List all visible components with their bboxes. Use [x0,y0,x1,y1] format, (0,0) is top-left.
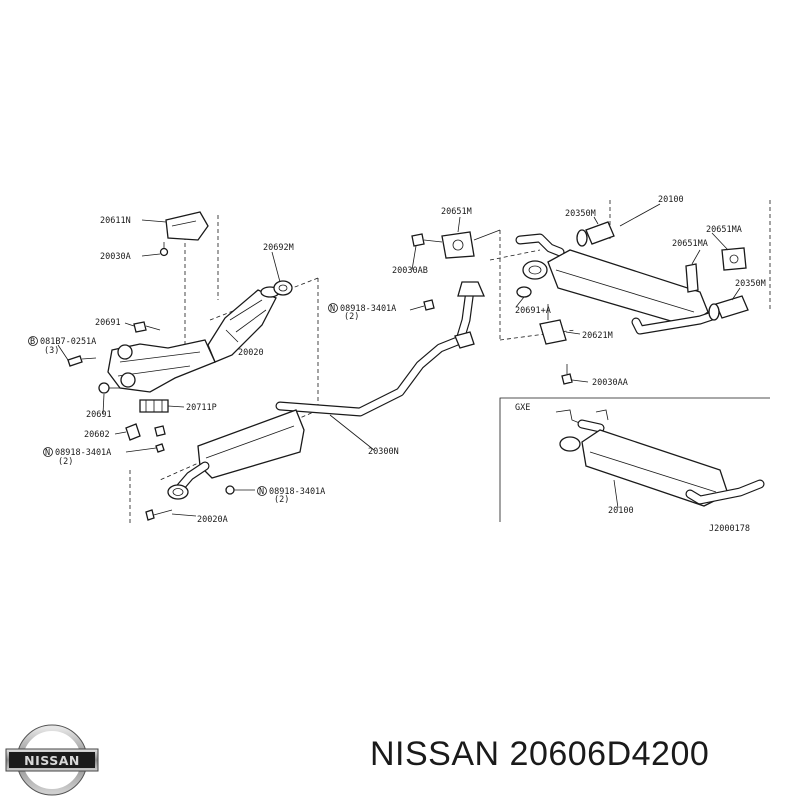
gasket-20692M [273,280,293,296]
circle-n-marker-left: N [43,447,53,458]
label-20030AB: 20030AB [392,266,428,276]
label-20621M: 20621M [582,331,613,341]
label-20300N: 20300N [368,447,399,457]
label-20611N: 20611N [100,216,131,226]
part-labels: 20611N 20030A 20692M 20691 081B7-0251A (… [40,195,766,534]
label-20602: 20602 [84,430,110,440]
label-20651MA-right: 20651MA [706,225,742,235]
label-081B7: 081B7-0251A [40,337,96,347]
nut-08918-left [154,425,166,453]
circle-n-marker-lower: N [257,486,267,497]
label-20350M-lower: 20350M [735,279,766,289]
gxe-inset-box [499,397,770,522]
svg-text:N: N [259,487,264,497]
label-081B7-qty: (3) [44,346,59,356]
leader-lines [57,203,741,517]
label-20692M: 20692M [263,243,294,253]
label-20030A: 20030A [100,252,131,262]
label-08918-center: 08918-3401A [340,304,396,314]
bolt-20030AA [561,364,573,385]
bolt-081B7 [67,355,97,367]
label-20350M-upper: 20350M [565,209,596,219]
label-08918-center-qty: (2) [344,312,359,322]
tail-tip-20350M-lower [708,295,749,321]
part-number-caption: NISSAN 20606D4200 [370,735,710,773]
bracket-20711P [139,399,169,413]
sensor-20691-lower [98,382,120,394]
label-20020: 20020 [238,348,264,358]
front-tube-catalyst-20020 [107,286,280,393]
label-20711P: 20711P [186,403,217,413]
mount-20651M [411,229,501,259]
bracket-20621M [539,304,567,345]
gasket-20691A [516,286,532,298]
diagram-code: J2000178 [709,524,750,534]
label-20691-upper: 20691 [95,318,121,328]
heat-shield-20611N [159,211,209,257]
center-pipe-20300N [167,281,485,500]
label-08918-left: 08918-3401A [55,448,111,458]
mount-20651MA-left [685,263,699,293]
label-20030AA: 20030AA [592,378,628,388]
label-20691A: 20691+A [515,306,551,316]
nut-08918-center [423,299,435,311]
main-muffler-20100 [515,233,717,335]
svg-text:B: B [30,337,35,347]
label-20651MA-left: 20651MA [672,239,708,249]
svg-text:N: N [330,304,335,314]
label-20691-lower: 20691 [86,410,112,420]
sensor-20691-upper [133,321,161,333]
clamp-20602 [125,423,141,441]
mount-20651MA-right [721,247,747,271]
bolt-20020A [145,509,173,521]
circle-n-marker-center: N [328,303,338,314]
label-08918-lower-qty: (2) [274,495,289,505]
nissan-logo: NISSAN [5,724,99,796]
label-20020A: 20020A [197,515,228,525]
nissan-logo-text: NISSAN [24,753,80,768]
label-20100: 20100 [658,195,684,205]
label-gxe: GXE [515,403,530,413]
label-08918-lower: 08918-3401A [269,487,325,497]
label-08918-left-qty: (2) [58,457,73,467]
svg-text:N: N [45,448,50,458]
gxe-muffler-20100 [555,409,765,507]
label-20100-gxe: 20100 [608,506,634,516]
nut-08918-lower [225,485,235,495]
label-20651M: 20651M [441,207,472,217]
circle-b-marker: B [28,336,38,347]
tail-tip-20350M-upper [576,221,615,247]
